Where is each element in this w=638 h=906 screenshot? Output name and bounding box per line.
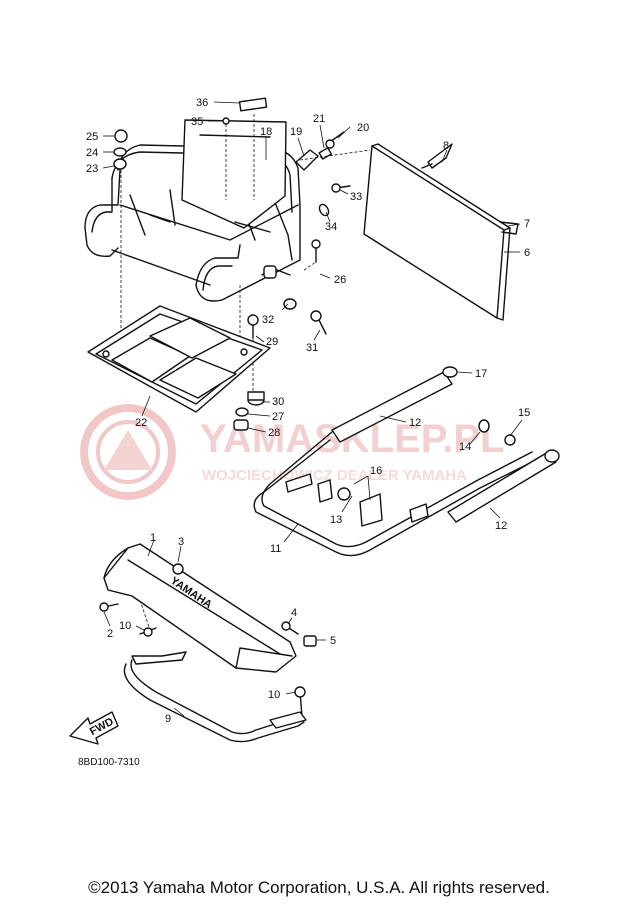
callout-28: 28 <box>268 427 280 439</box>
callout-34: 34 <box>325 221 337 233</box>
callout-14: 14 <box>459 441 471 453</box>
copyright-footer: ©2013 Yamaha Motor Corporation, U.S.A. A… <box>88 878 550 897</box>
callout-labels: 36 35 18 19 21 20 25 24 23 8 7 6 33 34 2… <box>86 97 530 725</box>
yamaha-logo-icon <box>80 404 176 500</box>
rubber-mounts <box>233 391 265 431</box>
front-bumper: YAMAHA <box>103 543 297 673</box>
callout-29: 29 <box>266 336 278 348</box>
callout-9: 9 <box>165 713 171 725</box>
fwd-arrow-icon: FWD <box>69 711 119 745</box>
cargo-rack <box>84 119 301 302</box>
callout-16: 16 <box>370 465 382 477</box>
callout-12b: 12 <box>495 520 507 532</box>
callout-2: 2 <box>107 628 113 640</box>
plate-panel <box>363 143 519 321</box>
callout-25: 25 <box>86 131 98 143</box>
callout-7: 7 <box>524 218 530 230</box>
callout-30: 30 <box>272 396 284 408</box>
callout-26: 26 <box>334 274 346 286</box>
callout-23: 23 <box>86 163 98 175</box>
callout-32: 32 <box>262 314 274 326</box>
lower-guard <box>123 651 307 743</box>
callout-10b: 10 <box>268 689 280 701</box>
callout-17: 17 <box>475 368 487 380</box>
callout-11: 11 <box>270 543 281 555</box>
rear-bumper-frame <box>253 366 560 557</box>
watermark: YAMASKLEP.PL WOJCIECHOWICZ DEALER YAMAHA <box>80 404 505 500</box>
diagram-code: 8BD100-7310 <box>78 757 140 768</box>
callout-36: 36 <box>196 97 208 109</box>
callout-5: 5 <box>330 635 336 647</box>
callout-21: 21 <box>313 113 325 125</box>
callout-13: 13 <box>330 514 342 526</box>
callout-3: 3 <box>178 536 184 548</box>
fasteners-front <box>99 563 317 717</box>
callout-15: 15 <box>518 407 530 419</box>
callout-6: 6 <box>524 247 530 259</box>
callout-1: 1 <box>150 532 156 544</box>
callout-10a: 10 <box>119 620 131 632</box>
callout-24: 24 <box>86 147 98 159</box>
leader-lines <box>102 101 523 717</box>
callout-8: 8 <box>443 140 449 152</box>
callout-19: 19 <box>290 126 302 138</box>
fasteners-top <box>113 97 351 339</box>
callout-20: 20 <box>357 122 369 134</box>
callout-22: 22 <box>135 417 147 429</box>
callout-33: 33 <box>350 191 362 203</box>
callout-27: 27 <box>272 411 284 423</box>
callout-12a: 12 <box>409 417 421 429</box>
under-tray <box>87 305 271 413</box>
callout-18: 18 <box>260 126 272 138</box>
watermark-subtitle: WOJCIECHOWICZ DEALER YAMAHA <box>202 467 467 484</box>
callout-35: 35 <box>191 116 203 128</box>
callout-31: 31 <box>306 342 318 354</box>
callout-4: 4 <box>291 607 297 619</box>
